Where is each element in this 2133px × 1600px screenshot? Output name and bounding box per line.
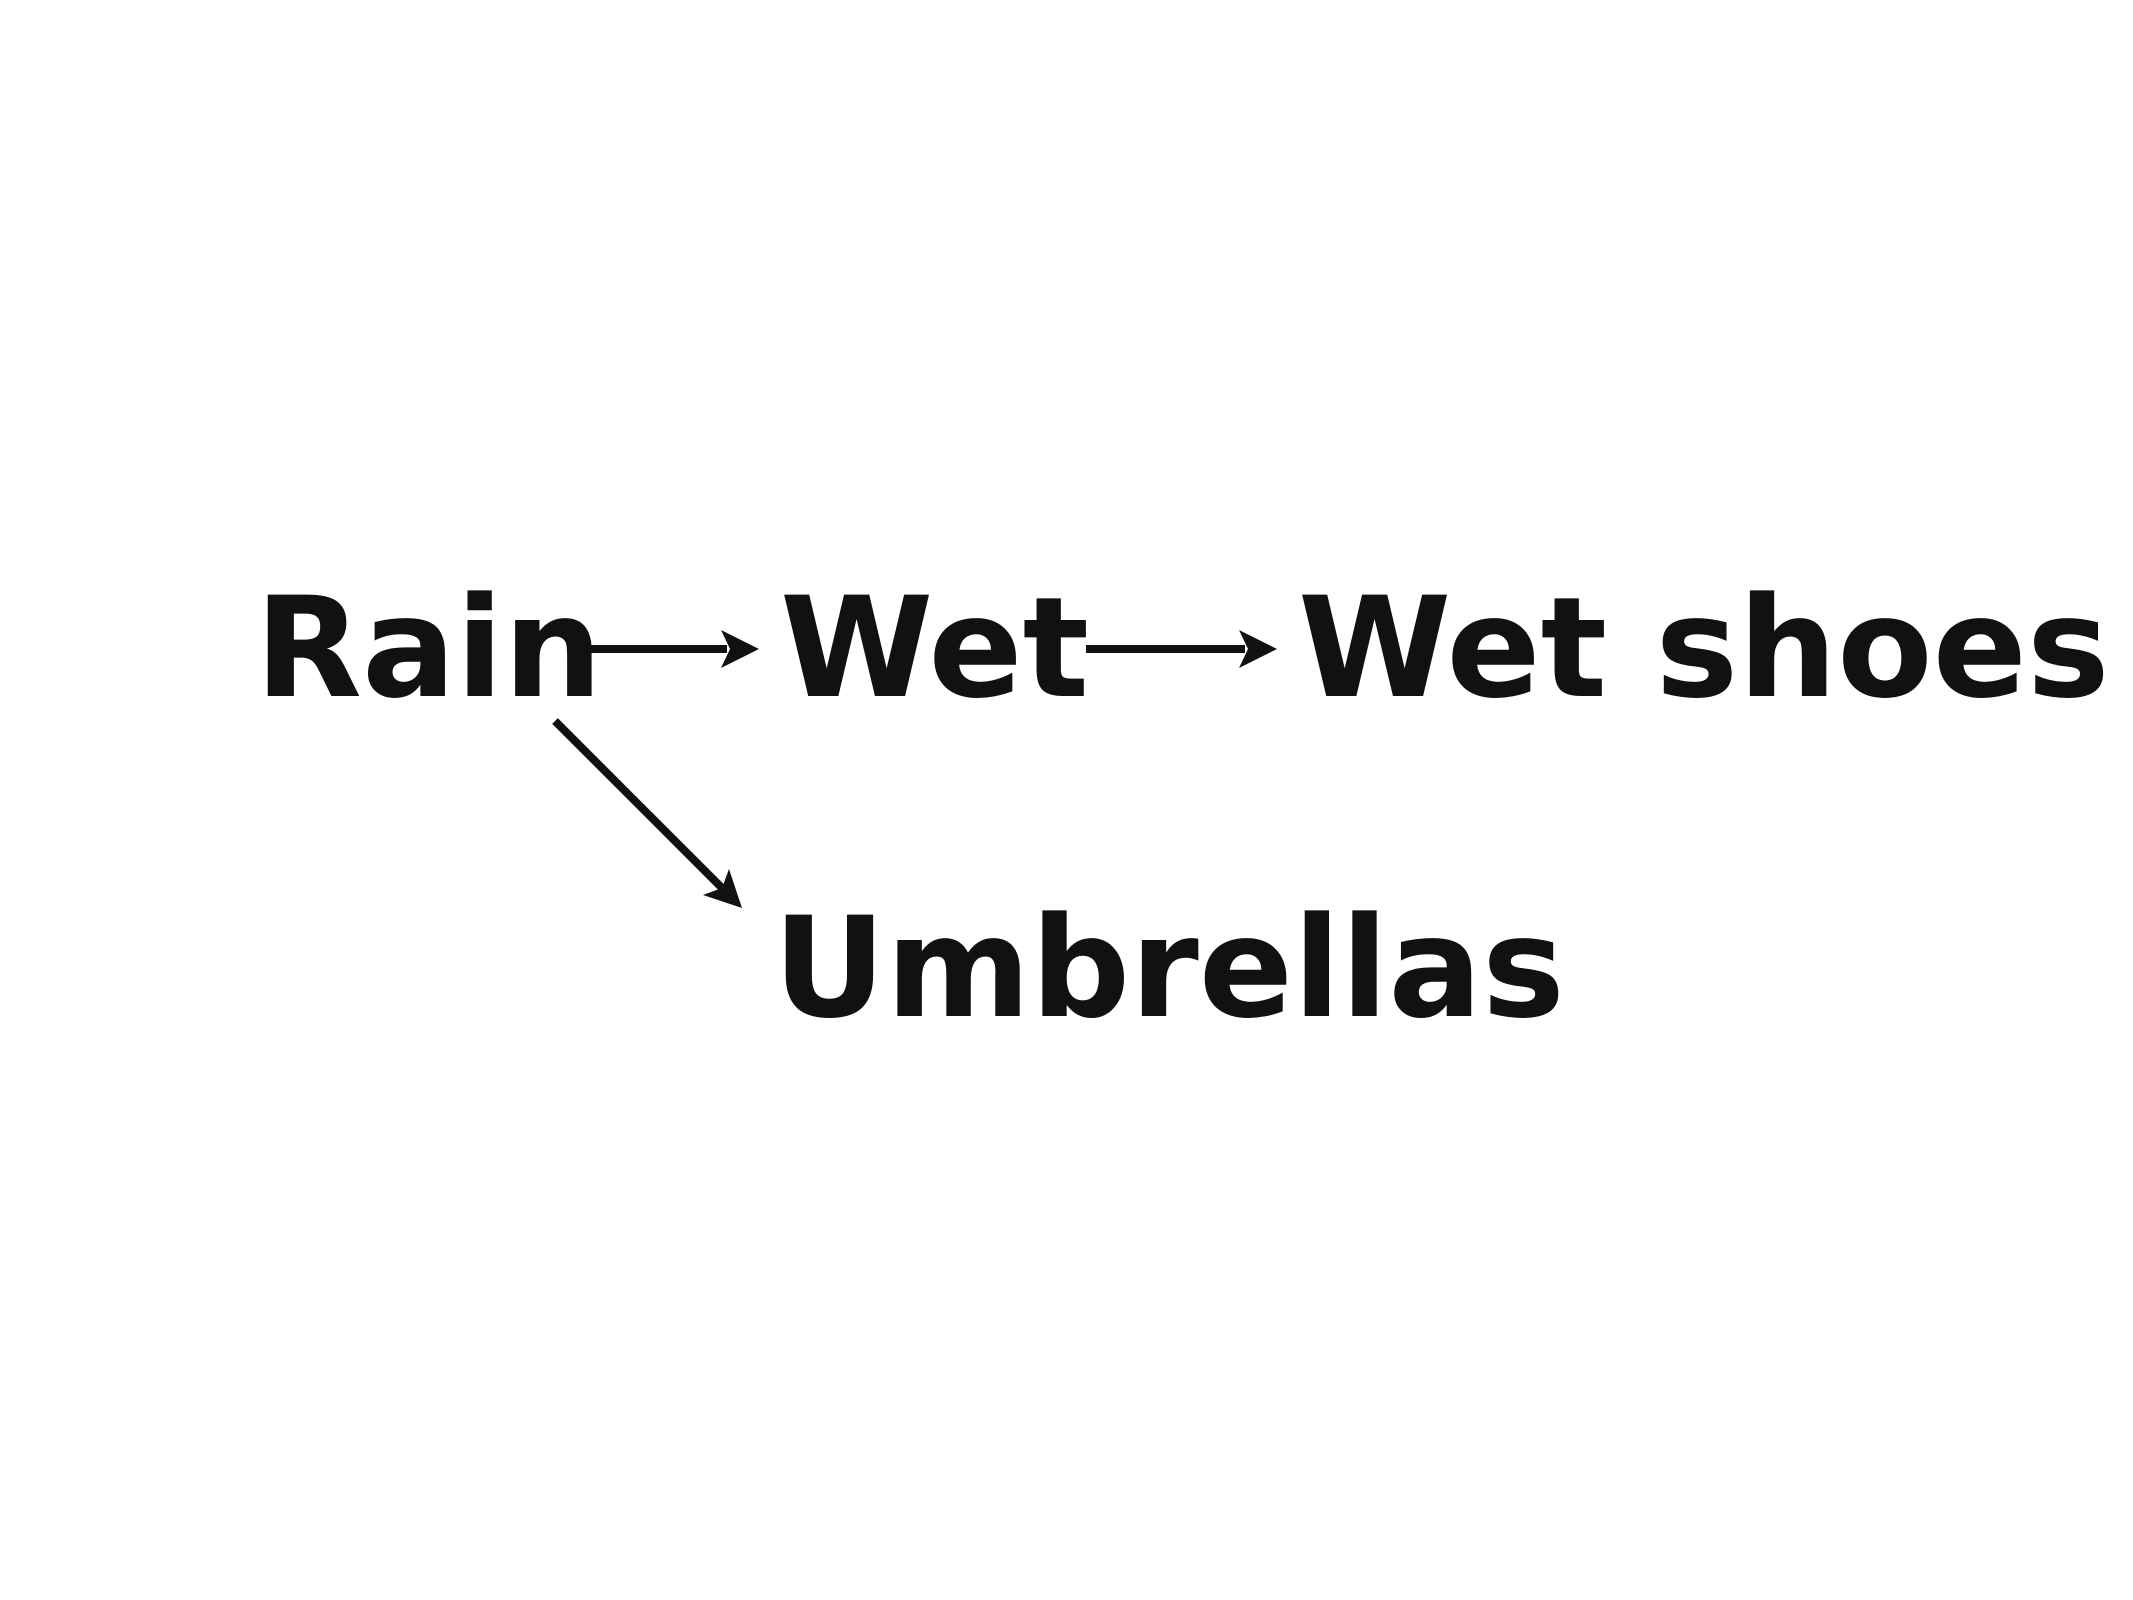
arrow-rain-to-wet xyxy=(568,630,759,668)
node-umbrellas: Umbrellas xyxy=(773,887,1565,1049)
arrow-rain-to-umbrellas-shaft xyxy=(552,718,725,891)
arrow-wet-to-wet-shoes-head xyxy=(1239,630,1277,668)
arrow-rain-to-umbrellas xyxy=(552,718,742,908)
arrow-rain-to-wet-head xyxy=(721,630,759,668)
node-wet-shoes: Wet shoes xyxy=(1298,567,2110,729)
node-rain: Rain xyxy=(255,567,602,729)
node-wet: Wet xyxy=(780,567,1089,729)
arrow-rain-to-umbrellas-head xyxy=(703,869,742,908)
arrow-wet-to-wet-shoes xyxy=(1086,630,1277,668)
